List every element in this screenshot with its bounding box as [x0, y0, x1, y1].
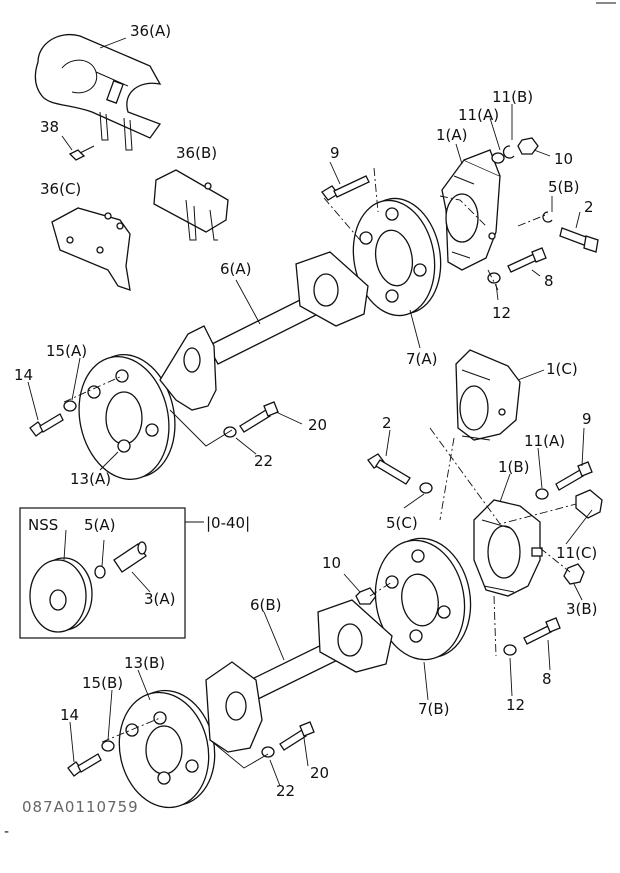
callout-11c: 11(C) — [556, 544, 597, 562]
washer-22-lower — [261, 746, 275, 758]
callout-13b: 13(B) — [124, 654, 165, 672]
block-11c — [575, 489, 603, 519]
shaft-6b — [245, 599, 393, 701]
washer-15b — [101, 740, 115, 752]
callout-8-upper: 8 — [544, 272, 554, 290]
bolt-20-lower — [279, 721, 315, 751]
callout-5b: 5(B) — [548, 178, 580, 196]
pin-3a — [113, 541, 147, 573]
bolt-9-upper — [321, 175, 370, 201]
callout-1c: 1(C) — [546, 360, 578, 378]
corner-tick: - — [4, 824, 9, 840]
inset-5a-label: 5(A) — [84, 516, 116, 534]
callout-labels: 36(A) 38 36(B) 36(C) 9 11(B) 11(A) 1(A) … — [14, 22, 598, 800]
clip-5b — [542, 211, 553, 223]
callout-3b: 3(B) — [566, 600, 598, 618]
bracket-1a — [441, 149, 501, 271]
ring-5a — [94, 565, 106, 579]
callout-7b: 7(B) — [418, 700, 450, 718]
inset-3a-label: 3(A) — [144, 590, 176, 608]
flange-13a — [78, 325, 217, 480]
bolt-9-mid — [555, 461, 593, 491]
nut-3b — [563, 563, 585, 585]
callout-10-upper: 10 — [554, 150, 573, 168]
callout-22-lower: 22 — [276, 782, 295, 800]
nut-10-lower — [355, 587, 377, 605]
shaft-6a — [207, 251, 369, 365]
bracket-1c — [455, 349, 521, 441]
callout-6a: 6(A) — [220, 260, 252, 278]
washer-22-upper — [223, 426, 237, 438]
callout-38: 38 — [40, 118, 59, 136]
pulley-nss — [29, 557, 93, 633]
callout-11a-upper: 11(A) — [458, 106, 499, 124]
callout-20-upper: 20 — [308, 416, 327, 434]
bolt-8-lower — [523, 617, 561, 645]
callout-1a: 1(A) — [436, 126, 468, 144]
nut-10-upper — [517, 137, 539, 155]
callout-22-upper: 22 — [254, 452, 273, 470]
flange-7a — [352, 197, 442, 317]
bracket-36c — [51, 207, 131, 291]
bolt-14-upper — [29, 413, 64, 437]
bolt-8-upper — [507, 247, 547, 273]
callout-12-lower: 12 — [506, 696, 525, 714]
callout-36a: 36(A) — [130, 22, 171, 40]
callout-36b: 36(B) — [176, 144, 217, 162]
washer-11b — [502, 145, 515, 159]
callout-11b: 11(B) — [492, 88, 533, 106]
inset-range-label: |0-40| — [206, 514, 250, 532]
callout-2-mid: 2 — [382, 414, 392, 432]
bolt-2-mid — [367, 453, 411, 485]
callout-7a: 7(A) — [406, 350, 438, 368]
callout-13a: 13(A) — [70, 470, 111, 488]
inset-nss-box — [19, 507, 204, 639]
washer-5c — [419, 482, 433, 494]
bracket-36b — [153, 169, 229, 241]
washer-15a — [63, 400, 77, 412]
bolt-2-upper — [559, 227, 599, 253]
flange-13b — [118, 661, 263, 809]
inset-labels: NSS 5(A) 3(A) |0-40| — [28, 514, 250, 608]
sheath-36a — [34, 34, 162, 151]
callout-15b: 15(B) — [82, 674, 123, 692]
bolt-20-upper — [239, 401, 279, 433]
inset-nss-label: NSS — [28, 516, 58, 534]
callout-9-upper: 9 — [330, 144, 340, 162]
callout-1b: 1(B) — [498, 458, 530, 476]
leader-lines — [27, 37, 593, 787]
callout-36c: 36(C) — [40, 180, 81, 198]
callout-2-upper: 2 — [584, 198, 594, 216]
callout-6b: 6(B) — [250, 596, 282, 614]
bracket-1b — [473, 499, 543, 597]
callout-5c: 5(C) — [386, 514, 418, 532]
callout-11a-mid: 11(A) — [524, 432, 565, 450]
drawing-number: 087A0110759 — [22, 798, 139, 816]
washer-12-lower — [503, 644, 517, 656]
callout-8-lower: 8 — [542, 670, 552, 688]
washer-11a-upper — [491, 152, 505, 164]
callout-15a: 15(A) — [46, 342, 87, 360]
callout-9-mid: 9 — [582, 410, 592, 428]
callout-14-upper: 14 — [14, 366, 33, 384]
washer-11a-mid — [535, 488, 549, 500]
bolt-38 — [61, 135, 95, 161]
callout-12-upper: 12 — [492, 304, 511, 322]
callout-14-lower: 14 — [60, 706, 79, 724]
callout-20-lower: 20 — [310, 764, 329, 782]
callout-10-lower: 10 — [322, 554, 341, 572]
flange-7b — [374, 537, 472, 661]
bolt-14-lower — [67, 753, 102, 777]
